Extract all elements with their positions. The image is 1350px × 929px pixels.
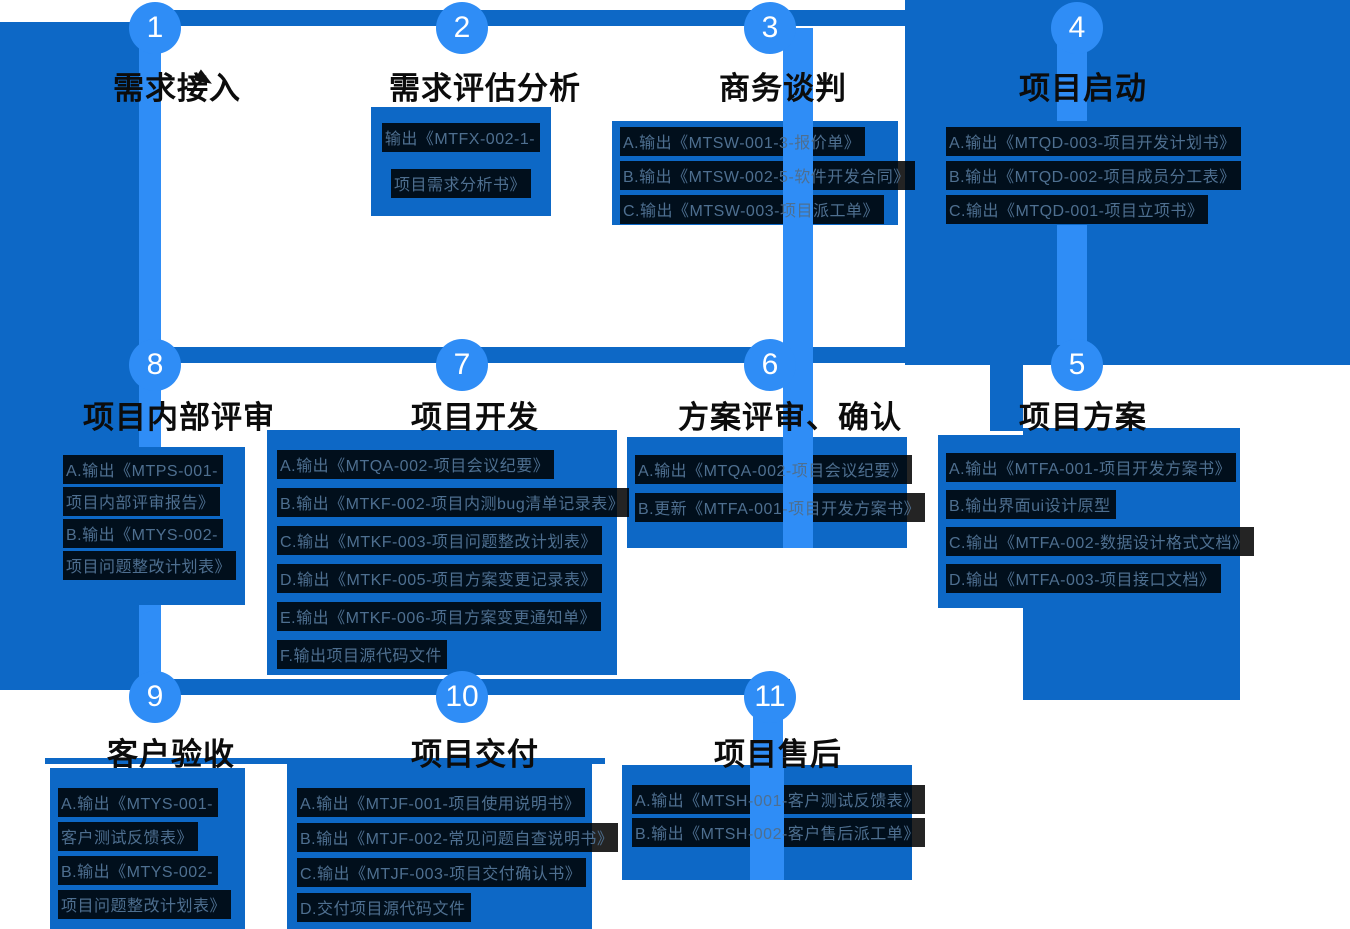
- step-circle-11: 11: [744, 671, 796, 723]
- step-title-10: 项目交付: [411, 737, 539, 772]
- outputs-box-step7: A.输出《MTQA-002-项目会议纪要》 B.输出《MTKF-002-项目内测…: [267, 430, 630, 675]
- output-line: D.输出《MTFA-003-项目接口文档》: [946, 564, 1240, 593]
- step-number: 10: [445, 680, 479, 713]
- step-number: 9: [146, 680, 164, 713]
- step-circle-1: 1: [129, 2, 181, 54]
- step-circle-4: 4: [1051, 2, 1103, 54]
- output-line: C.输出《MTKF-003-项目问题整改计划表》: [277, 526, 617, 555]
- output-line: B.输出《MTSW-002-5-软件开发合同》: [620, 161, 915, 190]
- outputs-box-step2: 输出《MTFX-002-1- 项目需求分析书》: [371, 107, 551, 216]
- output-line: A.输出《MTJF-001-项目使用说明书》: [297, 788, 592, 817]
- connector-band-overlay: [750, 765, 784, 880]
- step-number: 6: [761, 348, 779, 381]
- connector-band-overlay: [783, 437, 813, 548]
- step-number: 4: [1068, 11, 1086, 44]
- connector-bar-top: [150, 10, 1100, 26]
- step-number: 2: [453, 11, 471, 44]
- output-line: A.输出《MTFA-001-项目开发方案书》: [946, 453, 1240, 482]
- step-number: 3: [761, 11, 779, 44]
- output-line: A.输出《MTPS-001-: [63, 455, 245, 484]
- step-title-9: 客户验收: [107, 737, 235, 772]
- step-circle-6: 6: [744, 339, 796, 391]
- output-line: 项目问题整改计划表》: [58, 890, 245, 919]
- output-line: B.输出界面ui设计原型: [946, 490, 1240, 519]
- outputs-box-step3: A.输出《MTSW-001-3-报价单》 B.输出《MTSW-002-5-软件开…: [612, 121, 915, 225]
- step-circle-8: 8: [129, 339, 181, 391]
- output-line: B.输出《MTQD-002-项目成员分工表》: [946, 161, 1241, 190]
- output-line: 客户测试反馈表》: [58, 822, 245, 851]
- output-line: A.输出《MTQA-002-项目会议纪要》: [635, 455, 913, 484]
- output-line: B.输出《MTYS-002-: [58, 856, 245, 885]
- step-circle-7: 7: [436, 339, 488, 391]
- step-circle-5: 5: [1051, 339, 1103, 391]
- outputs-box-step10: A.输出《MTJF-001-项目使用说明书》 B.输出《MTJF-002-常见问…: [287, 758, 619, 929]
- output-line: C.输出《MTFA-002-数据设计格式文档》: [946, 527, 1254, 556]
- step-title-1: 需求接入: [113, 71, 241, 106]
- step-number: 8: [146, 348, 164, 381]
- phase-rect-stub: [990, 351, 1023, 431]
- output-line: A.输出《MTYS-001-: [58, 788, 245, 817]
- output-line: 项目需求分析书》: [371, 169, 551, 198]
- output-line: E.输出《MTKF-006-项目方案变更通知单》: [277, 602, 617, 631]
- output-line: B.输出《MTYS-002-: [63, 519, 245, 548]
- step-number: 1: [146, 11, 164, 44]
- output-line: B.输出《MTKF-002-项目内测bug清单记录表》: [277, 488, 630, 517]
- outputs-box-step11: A.输出《MTSH-001-客户测试反馈表》 B.输出《MTSH-002-客户售…: [622, 765, 925, 880]
- step-title-7: 项目开发: [411, 400, 539, 435]
- step-circle-3: 3: [744, 2, 796, 54]
- output-line: A.输出《MTSW-001-3-报价单》: [620, 127, 898, 156]
- step-title-4: 项目启动: [1019, 71, 1147, 106]
- step-circle-9: 9: [129, 671, 181, 723]
- outputs-box-step5: A.输出《MTFA-001-项目开发方案书》 B.输出界面ui设计原型 C.输出…: [938, 435, 1254, 608]
- output-line: D.输出《MTKF-005-项目方案变更记录表》: [277, 564, 617, 593]
- step-number: 7: [453, 348, 471, 381]
- step-title-8: 项目内部评审: [83, 400, 275, 435]
- output-line: F.输出项目源代码文件: [277, 640, 617, 669]
- step-title-6: 方案评审、确认: [678, 400, 902, 435]
- outputs-box-step4: A.输出《MTQD-003-项目开发计划书》 B.输出《MTQD-002-项目成…: [938, 121, 1241, 225]
- outputs-box-step8: A.输出《MTPS-001- 项目内部评审报告》 B.输出《MTYS-002- …: [55, 447, 245, 605]
- connector-bar-middle: [150, 347, 1100, 363]
- output-line: 项目问题整改计划表》: [63, 551, 245, 580]
- step-title-5: 项目方案: [1019, 400, 1147, 435]
- step-title-11: 项目售后: [714, 737, 842, 772]
- output-line: 项目内部评审报告》: [63, 487, 245, 516]
- output-line: B.输出《MTJF-002-常见问题自查说明书》: [297, 823, 619, 852]
- output-line: C.输出《MTSW-003-项目派工单》: [620, 195, 898, 224]
- output-line: D.交付项目源代码文件: [297, 893, 592, 922]
- step-title-2: 需求评估分析: [389, 71, 581, 106]
- output-line: A.输出《MTQA-002-项目会议纪要》: [277, 450, 617, 479]
- step-number: 11: [754, 680, 786, 713]
- outputs-box-step9: A.输出《MTYS-001- 客户测试反馈表》 B.输出《MTYS-002- 项…: [50, 768, 245, 929]
- step-title-3: 商务谈判: [719, 71, 847, 106]
- output-line: C.输出《MTQD-001-项目立项书》: [946, 195, 1216, 224]
- output-line: B.更新《MTFA-001-项目开发方案书》: [635, 493, 926, 522]
- connector-band-overlay: [783, 121, 813, 225]
- output-line: 输出《MTFX-002-1-: [371, 123, 551, 152]
- output-line: A.输出《MTQD-003-项目开发计划书》: [946, 127, 1241, 156]
- step-number: 5: [1068, 348, 1086, 381]
- step-circle-2: 2: [436, 2, 488, 54]
- output-line: C.输出《MTJF-003-项目交付确认书》: [297, 858, 592, 887]
- step-circle-10: 10: [436, 671, 488, 723]
- outputs-box-step6: A.输出《MTQA-002-项目会议纪要》 B.更新《MTFA-001-项目开发…: [627, 437, 926, 548]
